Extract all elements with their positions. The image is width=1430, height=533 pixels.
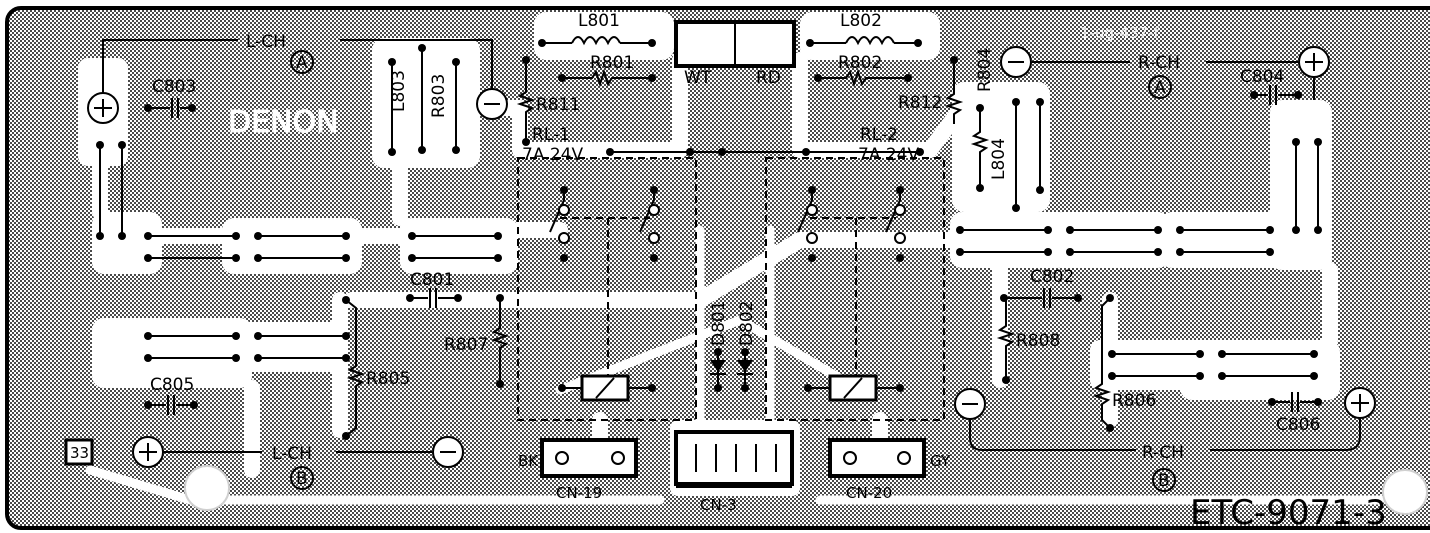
r803-label: R803 bbox=[429, 74, 449, 118]
connector-cn19: BK CN-19 bbox=[518, 438, 638, 502]
svg-text:R804: R804 bbox=[975, 48, 995, 92]
rl1-rating: 7A 24V bbox=[522, 145, 583, 165]
rch-b-group: R-CH B C806 bbox=[954, 387, 1376, 492]
resistor-r811: R811 bbox=[516, 56, 580, 146]
c802-r808-r806-group: C802 R808 R806 bbox=[996, 267, 1318, 432]
relay-rl1: RL-1 7A 24V bbox=[517, 125, 697, 421]
svg-text:D801: D801 bbox=[709, 300, 729, 346]
rch-b-label: R-CH bbox=[1142, 443, 1184, 463]
cn20-color: GY bbox=[930, 452, 951, 470]
lch-b-label: L-CH bbox=[272, 444, 312, 464]
right-jumper-bank bbox=[956, 138, 1322, 256]
svg-text:C804: C804 bbox=[1240, 67, 1284, 87]
rl2-name: RL-2 bbox=[860, 125, 898, 145]
relay-bus bbox=[606, 148, 924, 156]
rl1-name: RL-1 bbox=[532, 125, 570, 145]
svg-text:L802: L802 bbox=[840, 11, 882, 31]
svg-text:R801: R801 bbox=[590, 53, 634, 73]
left-b-group: R805 C805 bbox=[144, 296, 410, 440]
rch-a-badge: A bbox=[1154, 78, 1166, 98]
svg-text:L804: L804 bbox=[989, 138, 1009, 180]
l803-label: L803 bbox=[389, 70, 409, 112]
cn20-name: CN-20 bbox=[846, 484, 892, 502]
lch-a-label: L-CH bbox=[246, 32, 286, 52]
svg-text:L801: L801 bbox=[578, 11, 620, 31]
svg-text:R805: R805 bbox=[366, 369, 410, 389]
r812-r804-l804-group: R812 R804 L804 bbox=[898, 48, 1044, 212]
rch-b-badge: B bbox=[1158, 471, 1170, 491]
l803-r803-block: L803 R803 bbox=[388, 44, 460, 156]
part-number: ETC-9071-3 bbox=[1190, 493, 1387, 533]
svg-text:R806: R806 bbox=[1112, 391, 1156, 411]
svg-text:R807: R807 bbox=[444, 335, 488, 355]
board-outline bbox=[5, 6, 1430, 530]
svg-text:R811: R811 bbox=[536, 95, 580, 115]
l801-r801-group: L801 R801 bbox=[538, 11, 656, 88]
svg-text:C805: C805 bbox=[150, 375, 194, 395]
rch-a-label: R-CH bbox=[1138, 53, 1180, 73]
page-number-box bbox=[64, 438, 94, 466]
rd-label: RD bbox=[756, 68, 781, 88]
svg-text:C803: C803 bbox=[152, 77, 196, 97]
connector-cn3: CN-3 bbox=[674, 430, 794, 514]
svg-text:C802: C802 bbox=[1030, 267, 1074, 287]
lch-a-group: L-CH A bbox=[87, 32, 508, 124]
cn3-name: CN-3 bbox=[700, 496, 737, 514]
svg-text:R808: R808 bbox=[1016, 331, 1060, 351]
svg-text:R802: R802 bbox=[838, 53, 882, 73]
brand-logo-text: DENON bbox=[228, 105, 339, 140]
c801-r807-group: C801 R807 bbox=[406, 270, 510, 388]
copper-traces bbox=[78, 12, 1428, 515]
cn19-name: CN-19 bbox=[556, 484, 602, 502]
svg-text:C801: C801 bbox=[410, 270, 454, 290]
svg-text:D802: D802 bbox=[737, 300, 757, 346]
lch-b-badge: B bbox=[296, 469, 308, 489]
lch-b-group: 33 L-CH B bbox=[64, 436, 464, 490]
capacitor-c803: C803 bbox=[144, 77, 196, 118]
connector-cn20: GY CN-20 bbox=[828, 438, 951, 502]
svg-text:C806: C806 bbox=[1276, 415, 1320, 435]
rch-a-group: 1-ug-437-f R-CH A C804 bbox=[1000, 24, 1330, 105]
diodes-d801-d802: D801 D802 bbox=[709, 300, 757, 392]
l802-r802-group: L802 R802 bbox=[806, 11, 922, 88]
relay-rl2: RL-2 7A 24V bbox=[765, 125, 945, 421]
rl2-rating: 7A 24V bbox=[858, 145, 919, 165]
top-connector: WT RD bbox=[674, 20, 796, 88]
faint-marking: 1-ug-437-f bbox=[1080, 24, 1159, 42]
page-number: 33 bbox=[70, 444, 89, 462]
lch-a-badge: A bbox=[296, 53, 308, 73]
svg-text:R812: R812 bbox=[898, 93, 942, 113]
cn19-color: BK bbox=[518, 452, 539, 470]
wt-label: WT bbox=[684, 68, 712, 88]
left-jumper-bank bbox=[96, 141, 502, 262]
